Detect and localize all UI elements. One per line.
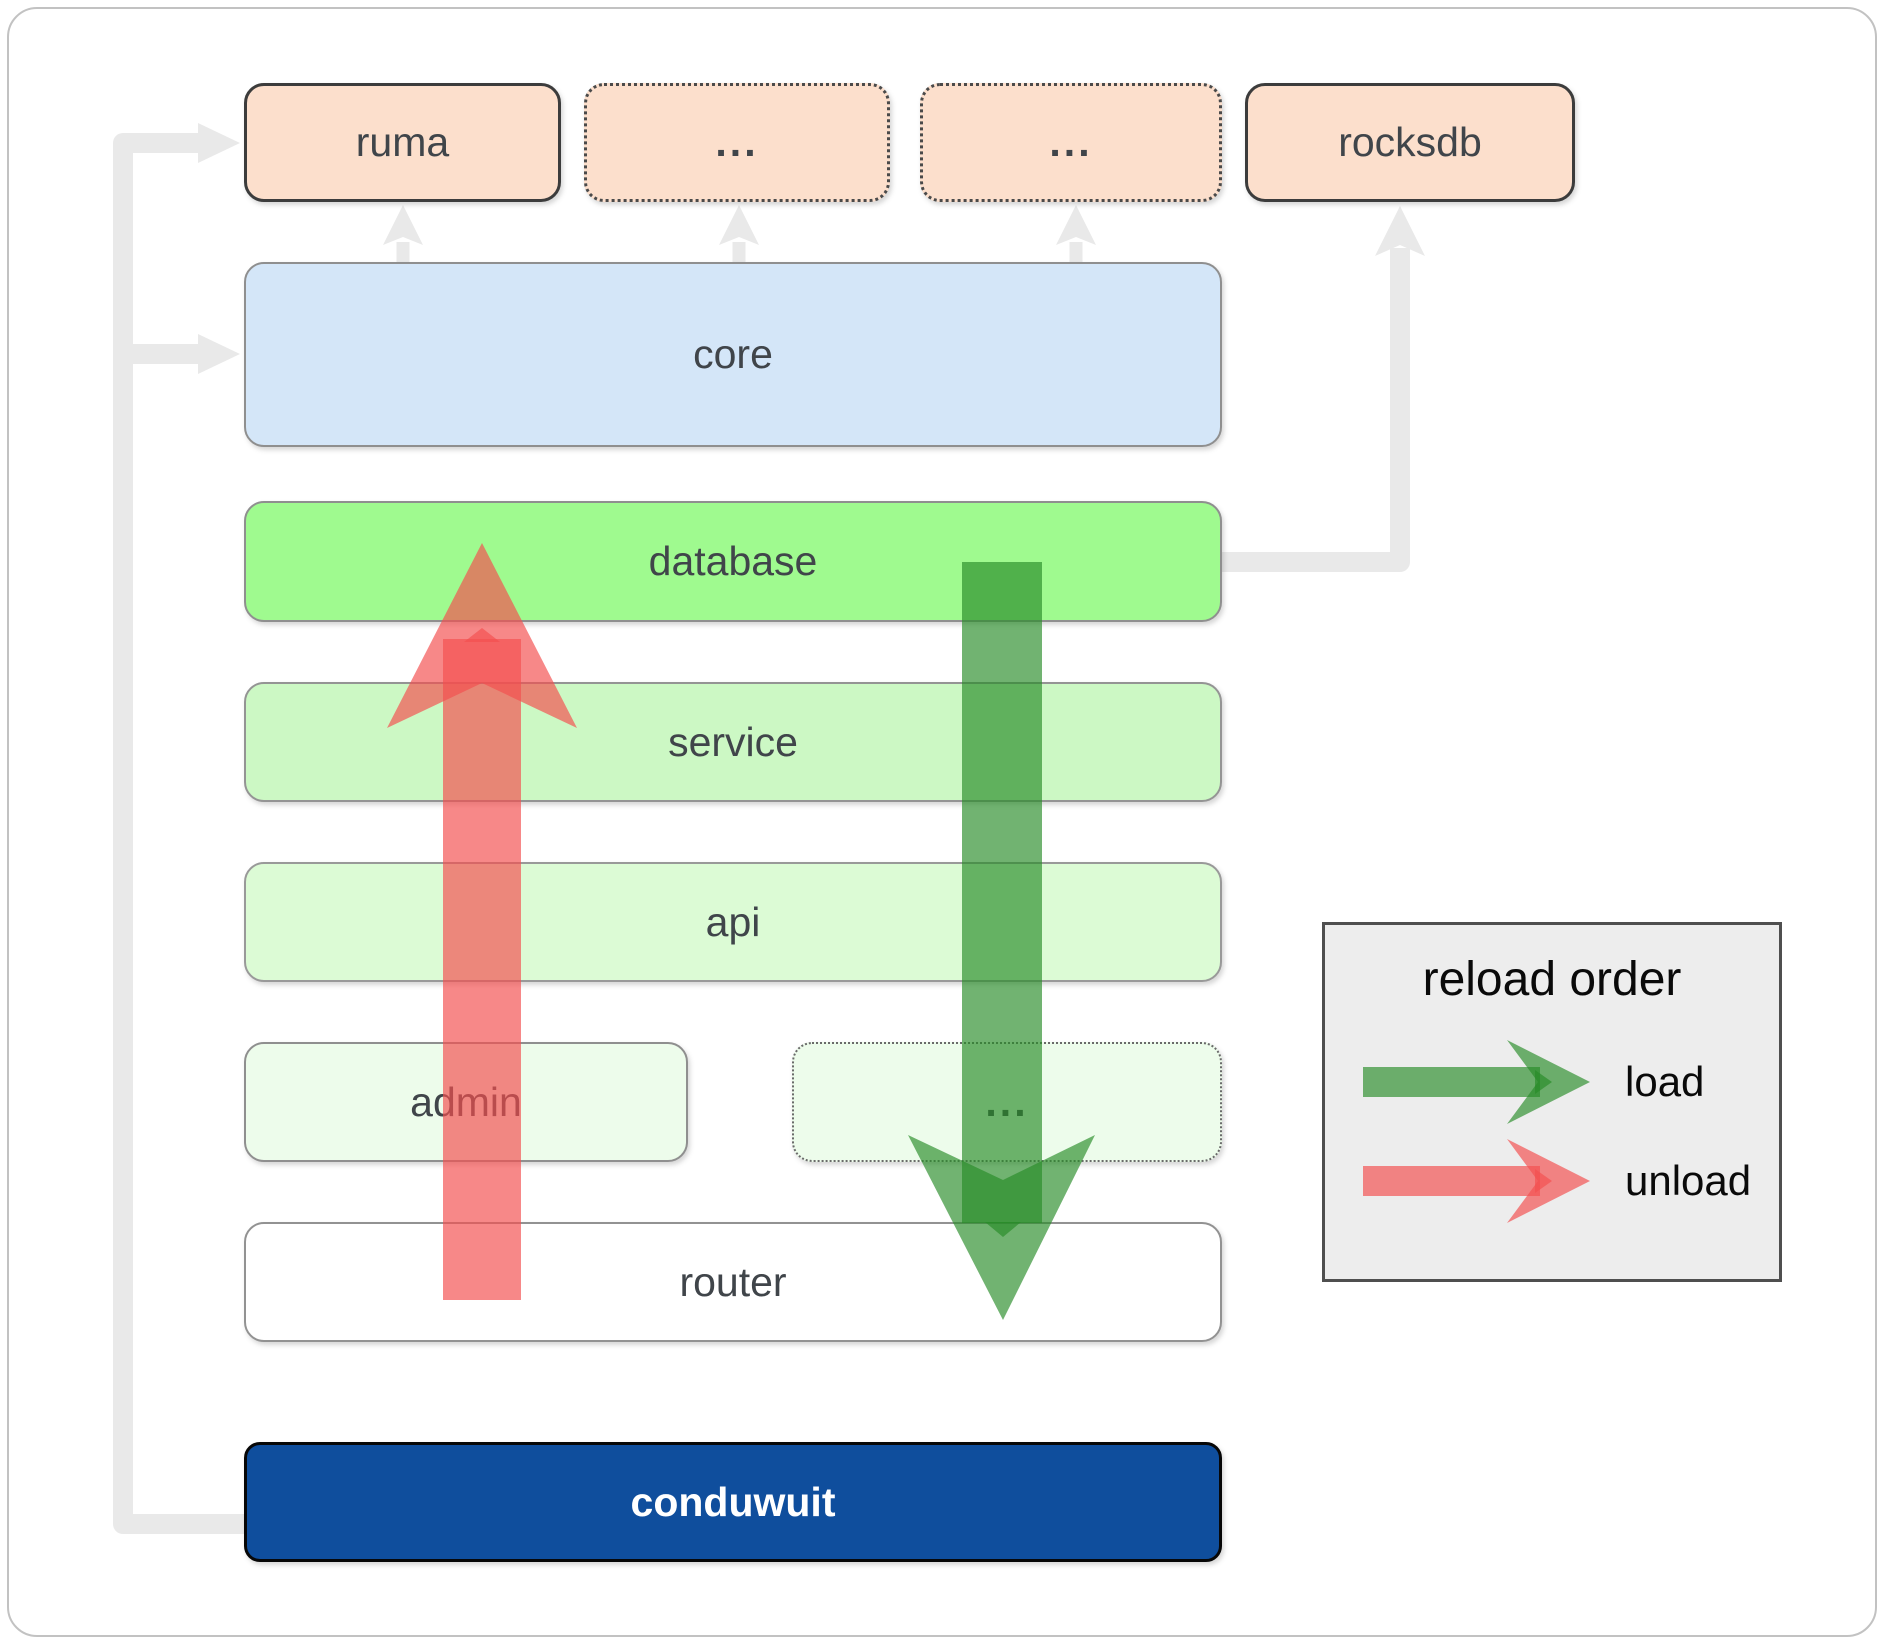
legend-load-label: load: [1625, 1058, 1705, 1105]
node-service-other-label: ...: [985, 1078, 1029, 1125]
node-service-label: service: [668, 718, 798, 765]
node-core: core: [244, 262, 1222, 447]
node-admin-label: admin: [410, 1078, 522, 1125]
node-ruma-label: ruma: [355, 119, 450, 165]
node-rocksdb: rocksdb: [1245, 83, 1575, 202]
node-dependency-1: ...: [584, 83, 890, 202]
node-database: database: [244, 501, 1222, 622]
node-api: api: [244, 862, 1222, 982]
node-conduwuit: conduwuit: [244, 1442, 1222, 1562]
legend-title: reload order: [1422, 953, 1682, 1006]
node-dependency-1-label: ...: [715, 119, 759, 165]
diagram-frame: [7, 7, 1877, 1637]
node-router: router: [244, 1222, 1222, 1342]
node-api-label: api: [705, 898, 761, 945]
legend-unload-label: unload: [1625, 1157, 1752, 1204]
node-conduwuit-label: conduwuit: [630, 1478, 836, 1525]
node-router-label: router: [679, 1258, 787, 1305]
node-database-label: database: [648, 538, 818, 584]
node-service: service: [244, 682, 1222, 802]
node-rocksdb-label: rocksdb: [1338, 119, 1482, 165]
node-dependency-2: ...: [920, 83, 1222, 202]
node-core-label: core: [693, 331, 773, 377]
node-dependency-2-label: ...: [1049, 119, 1093, 165]
node-ruma: ruma: [244, 83, 561, 202]
node-admin: admin: [244, 1042, 688, 1162]
node-service-other: ...: [792, 1042, 1222, 1162]
